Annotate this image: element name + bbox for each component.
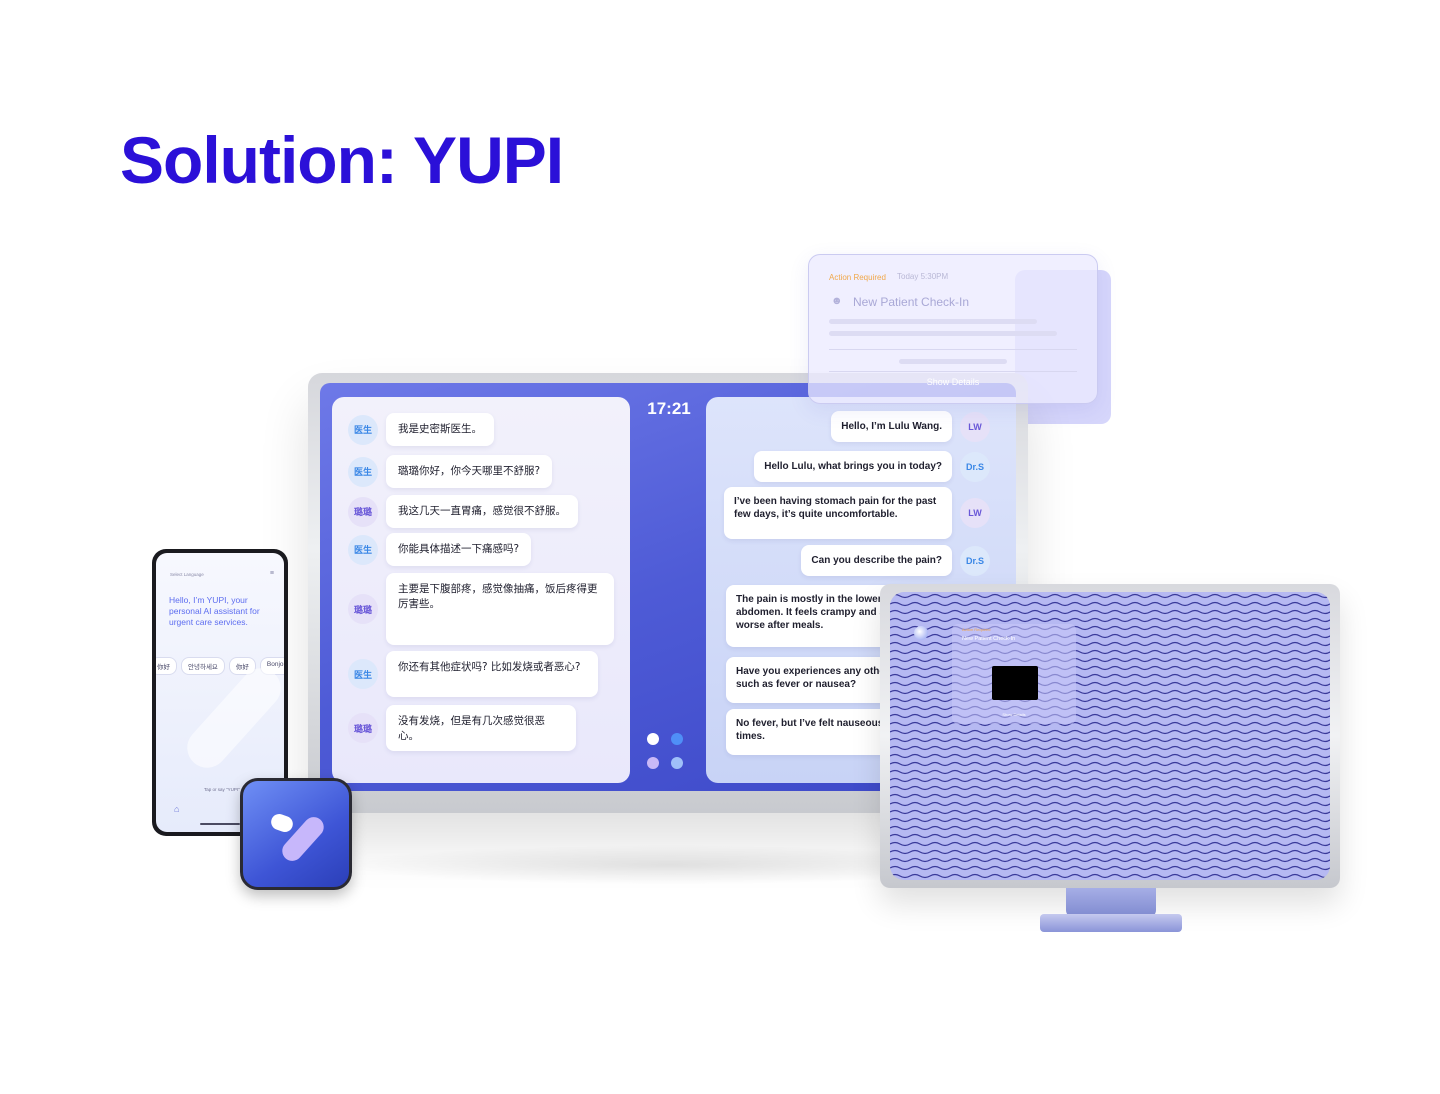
desktop-screen: Action Required New Patient Check-In Sho… [890, 592, 1330, 880]
avatar: 医生 [348, 414, 378, 445]
yupi-orb-icon [914, 626, 928, 640]
person-icon: ☻ [831, 295, 843, 307]
wave-line [890, 737, 1330, 743]
monitor-stand-base [1040, 914, 1182, 932]
avatar: LW [960, 498, 990, 528]
placeholder-line [899, 359, 1007, 364]
wave-line [890, 609, 1330, 615]
wave-line [890, 721, 1330, 727]
avatar: 璐璐 [348, 496, 378, 527]
wave-line [890, 761, 1330, 767]
wave-line [890, 593, 1330, 599]
page-title: Solution: YUPI [120, 123, 564, 197]
wave-line [890, 801, 1330, 807]
divider [829, 349, 1077, 350]
wave-line [890, 809, 1330, 815]
wave-line [890, 769, 1330, 775]
chat-row-left: 医生 璐璐你好，你今天哪里不舒服? [348, 455, 553, 488]
notification-tag: Action Required [829, 273, 886, 282]
dot [671, 733, 683, 745]
wave-line [890, 857, 1330, 863]
avatar: 璐璐 [348, 594, 378, 624]
wave-line [890, 825, 1330, 831]
wave-line [890, 793, 1330, 799]
dot [647, 733, 659, 745]
tap-prompt: Tap or say "YUPI" [204, 787, 240, 792]
avatar: 医生 [348, 456, 378, 487]
clock: 17:21 [647, 399, 691, 418]
chat-bubble: 主要是下腹部疼，感觉像抽痛，饭后疼得更厉害些。 [386, 573, 614, 645]
desktop-show-details[interactable]: Show Details [1002, 712, 1026, 717]
wave-line [890, 753, 1330, 759]
chat-row-right: I’ve been having stomach pain for the pa… [724, 487, 990, 539]
wave-line [890, 617, 1330, 623]
wave-line [890, 745, 1330, 751]
avatar: 医生 [348, 659, 378, 689]
chat-bubble: 我这几天一直胃痛，感觉很不舒服。 [386, 495, 578, 528]
divider [829, 371, 1077, 372]
yupi-app-icon[interactable] [240, 778, 352, 890]
avatar: Dr.S [960, 545, 990, 576]
avatar: Dr.S [960, 451, 990, 482]
chat-row-left: 璐璐 我这几天一直胃痛，感觉很不舒服。 [348, 495, 578, 528]
chat-row-left: 璐璐 没有发烧，但是有几次感觉很恶心。 [348, 705, 576, 751]
chat-bubble: Hello Lulu, what brings you in today? [754, 451, 952, 482]
show-details-button[interactable]: Show Details [926, 377, 980, 387]
yupi-logo-icon [271, 813, 324, 861]
wave-line [890, 873, 1330, 879]
chat-bubble: 璐璐你好，你今天哪里不舒服? [386, 455, 553, 488]
chat-bubble: 没有发烧，但是有几次感觉很恶心。 [386, 705, 576, 751]
wave-line [890, 849, 1330, 855]
chat-bubble: 我是史密斯医生。 [386, 413, 494, 446]
chat-bubble: 你能具体描述一下痛感吗? [386, 533, 532, 566]
dot [671, 757, 683, 769]
avatar: 璐璐 [348, 713, 378, 743]
background-swoosh [178, 660, 284, 776]
chat-bubble: 你还有其他症状吗? 比如发烧或者恶心? [386, 651, 598, 697]
wave-line [890, 841, 1330, 847]
chat-row-left: 医生 你能具体描述一下痛感吗? [348, 533, 532, 566]
chat-row-right: Hello Lulu, what brings you in today? Dr… [754, 451, 990, 482]
chat-bubble: Can you describe the pain? [801, 545, 952, 576]
wave-line [890, 833, 1330, 839]
avatar: LW [960, 411, 990, 442]
wave-line [890, 785, 1330, 791]
avatar: 医生 [348, 534, 378, 565]
desktop-card-tag: Action Required [962, 627, 991, 632]
wave-line [890, 729, 1330, 735]
language-chip[interactable]: 你好 [156, 657, 177, 675]
wave-line [890, 865, 1330, 871]
desktop-card-title: New Patient Check-In [962, 636, 1016, 642]
video-preview [992, 666, 1038, 700]
monitor-stand-neck [1066, 888, 1156, 918]
home-icon[interactable]: ⌂ [174, 804, 180, 814]
chat-bubble: I’ve been having stomach pain for the pa… [724, 487, 952, 539]
home-indicator [200, 823, 240, 825]
notification-time: Today 5:30PM [897, 272, 949, 281]
notification-title: New Patient Check-In [853, 295, 970, 309]
chat-row-left: 璐璐 主要是下腹部疼，感觉像抽痛，饭后疼得更厉害些。 [348, 573, 614, 645]
chat-row-left: 医生 我是史密斯医生。 [348, 413, 494, 446]
wave-line [890, 777, 1330, 783]
menu-dots-icon[interactable] [647, 733, 687, 773]
placeholder-line [829, 319, 1037, 324]
notification-card[interactable]: Action Required Today 5:30PM ☻ New Patie… [808, 254, 1098, 404]
desktop-monitor: Action Required New Patient Check-In Sho… [880, 584, 1340, 888]
wave-line [890, 601, 1330, 607]
placeholder-line [829, 331, 1057, 336]
chat-row-right: Can you describe the pain? Dr.S [801, 545, 990, 576]
chat-bubble: Hello, I’m Lulu Wang. [831, 411, 952, 442]
phone-greeting: Hello, I’m YUPI, your personal AI assist… [169, 595, 260, 627]
menu-icon[interactable]: ≡ [269, 570, 274, 577]
select-language-label[interactable]: Select Language [170, 572, 204, 577]
wave-line [890, 817, 1330, 823]
language-chip[interactable]: 안녕하세요 [181, 657, 225, 675]
dot [647, 757, 659, 769]
chat-row-left: 医生 你还有其他症状吗? 比如发烧或者恶心? [348, 651, 598, 697]
chat-row-right: Hello, I’m Lulu Wang. LW [831, 411, 990, 442]
